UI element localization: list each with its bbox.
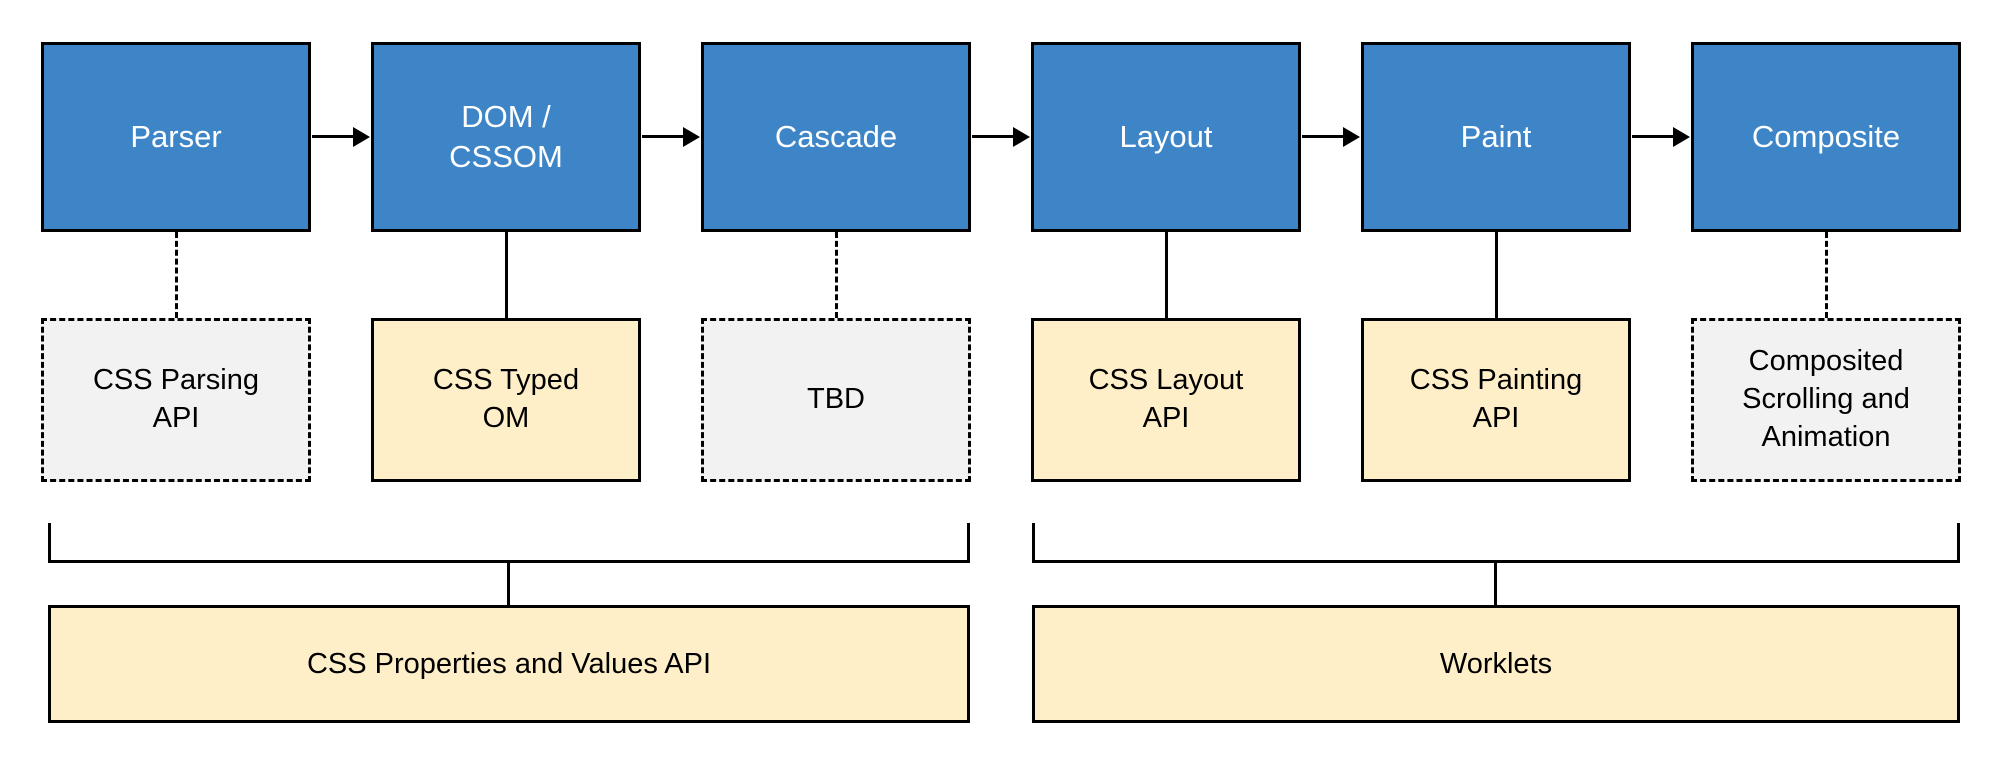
group-box-worklets: Worklets	[1032, 605, 1960, 723]
arrow-line	[642, 135, 685, 138]
connector-layout-layout-api	[1165, 232, 1168, 318]
arrow-right-icon	[1343, 127, 1360, 147]
connector-cascade-tbd	[835, 232, 838, 318]
stage-box-composite: Composite	[1691, 42, 1961, 232]
connector-paint-painting-api	[1495, 232, 1498, 318]
stage-box-layout: Layout	[1031, 42, 1301, 232]
connector-parser-parsing-api	[175, 232, 178, 318]
arrow-right-icon	[683, 127, 700, 147]
arrow-right-icon	[353, 127, 370, 147]
api-box-css-painting-api: CSS Painting API	[1361, 318, 1631, 482]
bracket-left-stem	[507, 563, 510, 605]
arrow-line	[1302, 135, 1345, 138]
bracket-right	[1032, 523, 1960, 563]
stage-box-cascade: Cascade	[701, 42, 971, 232]
connector-composite-scrolling	[1825, 232, 1828, 318]
bracket-right-stem	[1494, 563, 1497, 605]
arrow-line	[972, 135, 1015, 138]
bracket-left	[48, 523, 970, 563]
arrow-right-icon	[1013, 127, 1030, 147]
arrow-right-icon	[1673, 127, 1690, 147]
connector-dom-typed-om	[505, 232, 508, 318]
api-box-css-layout-api: CSS Layout API	[1031, 318, 1301, 482]
arrow-line	[312, 135, 355, 138]
group-box-css-properties-values-api: CSS Properties and Values API	[48, 605, 970, 723]
stage-box-dom-cssom: DOM / CSSOM	[371, 42, 641, 232]
api-box-composited-scrolling: Composited Scrolling and Animation	[1691, 318, 1961, 482]
stage-box-paint: Paint	[1361, 42, 1631, 232]
api-box-css-parsing-api: CSS Parsing API	[41, 318, 311, 482]
arrow-line	[1632, 135, 1675, 138]
api-box-css-typed-om: CSS Typed OM	[371, 318, 641, 482]
api-box-tbd: TBD	[701, 318, 971, 482]
stage-box-parser: Parser	[41, 42, 311, 232]
